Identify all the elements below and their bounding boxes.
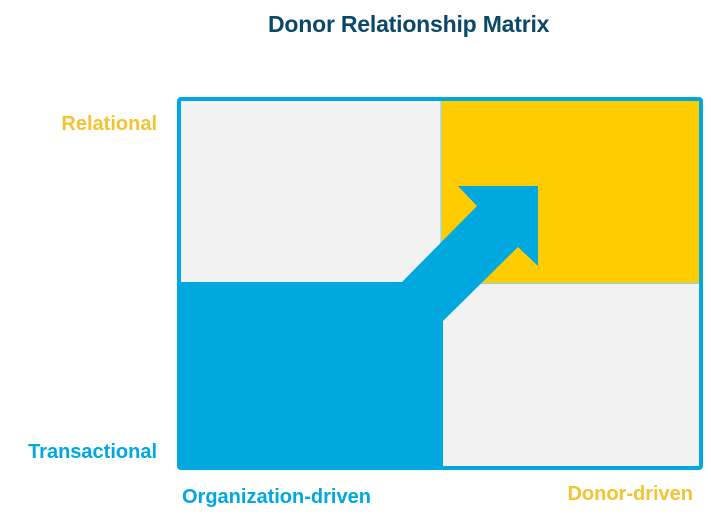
x-axis-left-label: Organization-driven xyxy=(182,486,371,508)
y-axis-bottom-label: Transactional xyxy=(28,441,157,463)
quadrant-top-left xyxy=(181,101,441,283)
matrix-frame xyxy=(177,97,703,470)
x-axis-right-label: Donor-driven xyxy=(567,483,693,505)
quadrant-bottom-right xyxy=(441,283,699,466)
arrow-up-right-icon xyxy=(181,186,538,466)
y-axis-top-label: Relational xyxy=(61,113,157,135)
page-title: Donor Relationship Matrix xyxy=(268,11,550,37)
